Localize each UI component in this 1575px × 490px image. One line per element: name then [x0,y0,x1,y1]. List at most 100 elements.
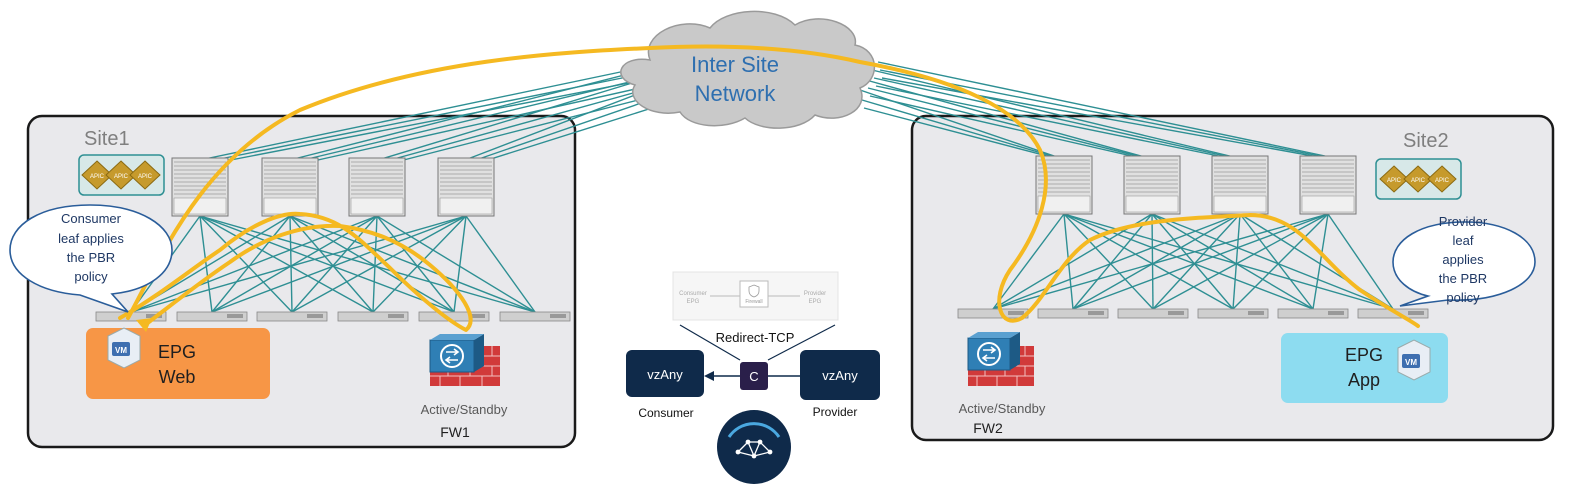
traffic-path [118,44,1420,332]
spine-switch-icon [171,157,229,217]
spine-switch-icon [1211,155,1269,215]
epg-web-line2: Web [159,367,196,387]
provider-label: Provider [813,405,858,419]
fabric-link [211,215,291,313]
fabric-link [1063,213,1314,310]
consumer-vzany-box [626,350,704,397]
fabric-link [199,215,293,313]
site1-callout-line1: Consumer [61,211,122,226]
fabric-link [376,215,455,313]
site1-callout: Consumer leaf applies the PBR policy [9,204,173,313]
vm-label: VM [115,346,127,355]
vm-icon: VM [1397,339,1431,381]
provider-vzany-box [800,350,880,400]
site2-callout-line5: policy [1446,290,1480,305]
site1-callout-line2: leaf applies [58,231,124,246]
graph-provider-line1: Provider [804,291,826,297]
spine-switch-icon [437,157,495,217]
fabric-link [1327,213,1394,310]
site1-title: Site1 [84,128,130,150]
site1-apic-cluster: APIC APIC APIC [78,154,165,196]
fabric-link [992,213,1065,310]
fabric-link [199,215,374,313]
fabric-link [992,213,1329,310]
fabric-link [211,215,467,313]
fabric-link [289,215,536,313]
site2-callout-line4: the PBR [1439,271,1487,286]
site2-title: Site2 [1403,130,1449,152]
graph-node-label: Firewall [745,299,762,305]
fabric-link [1063,213,1154,310]
leaf-switch-icon [957,308,1029,319]
leaf-switch-icon [499,311,571,322]
fabric-link [199,215,213,313]
fabric-link [376,215,536,313]
site2-leaves [957,308,1429,319]
fabric-link [1232,213,1241,310]
vm-label: VM [1405,358,1417,367]
fw1-firewall-icon [429,334,500,386]
leaf-switch-icon [1277,308,1349,319]
fabric-link [1072,213,1241,310]
fabric-link [1151,213,1394,310]
site2-epg-app: EPG App VM [1281,333,1448,403]
spine-switch-icon [1299,155,1357,215]
redirect-label: Redirect-TCP [716,330,795,345]
isn-links [199,61,1336,165]
orchestrator-logo-icon [717,410,791,484]
fabric-link [289,215,455,313]
fw2-firewall-icon [967,332,1034,386]
graph-provider-line2: EPG [809,299,822,305]
apic-label: APIC [1387,178,1402,184]
consumer-label: Consumer [638,406,693,420]
fabric-link [1232,213,1329,310]
fabric-link [289,215,374,313]
fabric-link [1151,213,1314,310]
apic-label: APIC [138,174,153,180]
site1-epg-web: VM EPG Web [86,327,270,399]
graph-consumer-line2: EPG [687,299,700,305]
fabric-link [453,215,467,313]
leaf-switch-icon [418,311,490,322]
fabric-link [199,215,536,313]
cloud-label-line2: Network [695,81,777,106]
apic-label: APIC [1435,178,1450,184]
apic-label: APIC [1411,178,1426,184]
contract-diagram: Redirect-TCP vzAny vzAny C Consumer Prov… [626,324,880,484]
fabric-link [465,215,536,313]
fabric-link [130,215,467,313]
spine-switch-icon [261,157,319,217]
fabric-link [1152,213,1329,310]
fabric-link [992,213,1153,310]
fabric-link [992,213,1241,310]
leaf-switch-icon [1197,308,1269,319]
apic-label: APIC [114,174,129,180]
site2-callout: Provider leaf applies the PBR policy [1392,214,1536,307]
fabric-link [1151,213,1154,310]
fabric-link [1072,213,1153,310]
cloud-label-line1: Inter Site [691,52,779,77]
apic-label: APIC [90,174,105,180]
fw1-mode: Active/Standby [421,402,508,417]
provider-vzany-label: vzAny [822,368,858,383]
fabric-link [1152,213,1241,310]
site2-callout-line2: leaf [1453,233,1474,248]
contract-letter: C [749,369,758,384]
vm-icon: VM [107,327,141,369]
graph-consumer-line1: Consumer [679,291,707,297]
site1-callout-line3: the PBR [67,250,115,265]
epg-app-line1: EPG [1345,345,1383,365]
fabric-link [130,215,378,313]
site1-spines [171,157,495,217]
fw1-name: FW1 [440,424,470,440]
fabric-link [291,215,467,313]
site1-callout-line4: policy [74,269,108,284]
spine-switch-icon [1123,155,1181,215]
consumer-vzany-label: vzAny [647,367,683,382]
leaf-switch-icon [176,311,248,322]
site2-apic-cluster: APIC APIC APIC [1375,158,1462,200]
site2-callout-line3: applies [1442,252,1484,267]
epg-app-line2: App [1348,370,1380,390]
fabric-link [1063,213,1234,310]
